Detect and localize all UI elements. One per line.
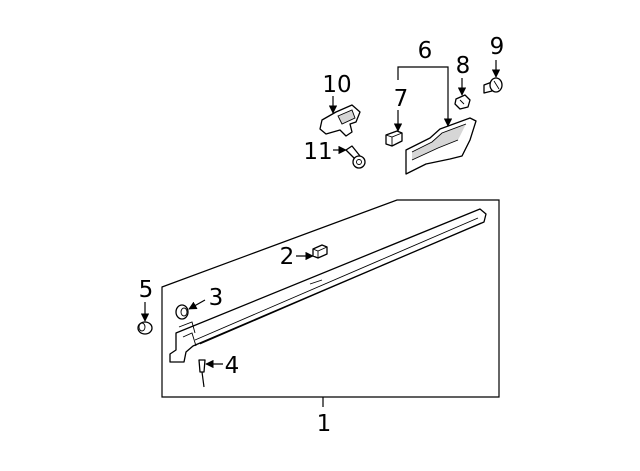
callout-9: 9 xyxy=(490,34,505,60)
screw-part-9 xyxy=(483,77,503,94)
leader-line-6 xyxy=(397,66,424,80)
callout-1: 1 xyxy=(317,411,332,437)
plug-part-5 xyxy=(137,321,153,335)
callout-7: 7 xyxy=(394,86,409,112)
retainer-part-7 xyxy=(385,130,403,147)
grommet-part-3 xyxy=(175,304,189,320)
leader-line-6b xyxy=(424,66,453,127)
rocker-molding-part xyxy=(169,208,487,363)
bracket-part-10 xyxy=(319,104,361,137)
rivet-part-4 xyxy=(198,359,206,388)
callout-5: 5 xyxy=(139,277,154,303)
callout-8: 8 xyxy=(456,53,471,79)
assembly-frame xyxy=(161,199,500,398)
callout-11: 11 xyxy=(303,139,332,165)
clip-part-2 xyxy=(312,244,328,259)
callout-3: 3 xyxy=(209,285,224,311)
clip-nut-part-8 xyxy=(454,94,471,110)
mud-guard-part-6 xyxy=(405,117,477,175)
callout-10: 10 xyxy=(322,72,351,98)
leader-line-3 xyxy=(188,299,206,310)
callout-6: 6 xyxy=(418,38,433,64)
callout-2: 2 xyxy=(280,244,295,270)
callout-4: 4 xyxy=(225,353,240,379)
bolt-part-11 xyxy=(345,145,366,169)
